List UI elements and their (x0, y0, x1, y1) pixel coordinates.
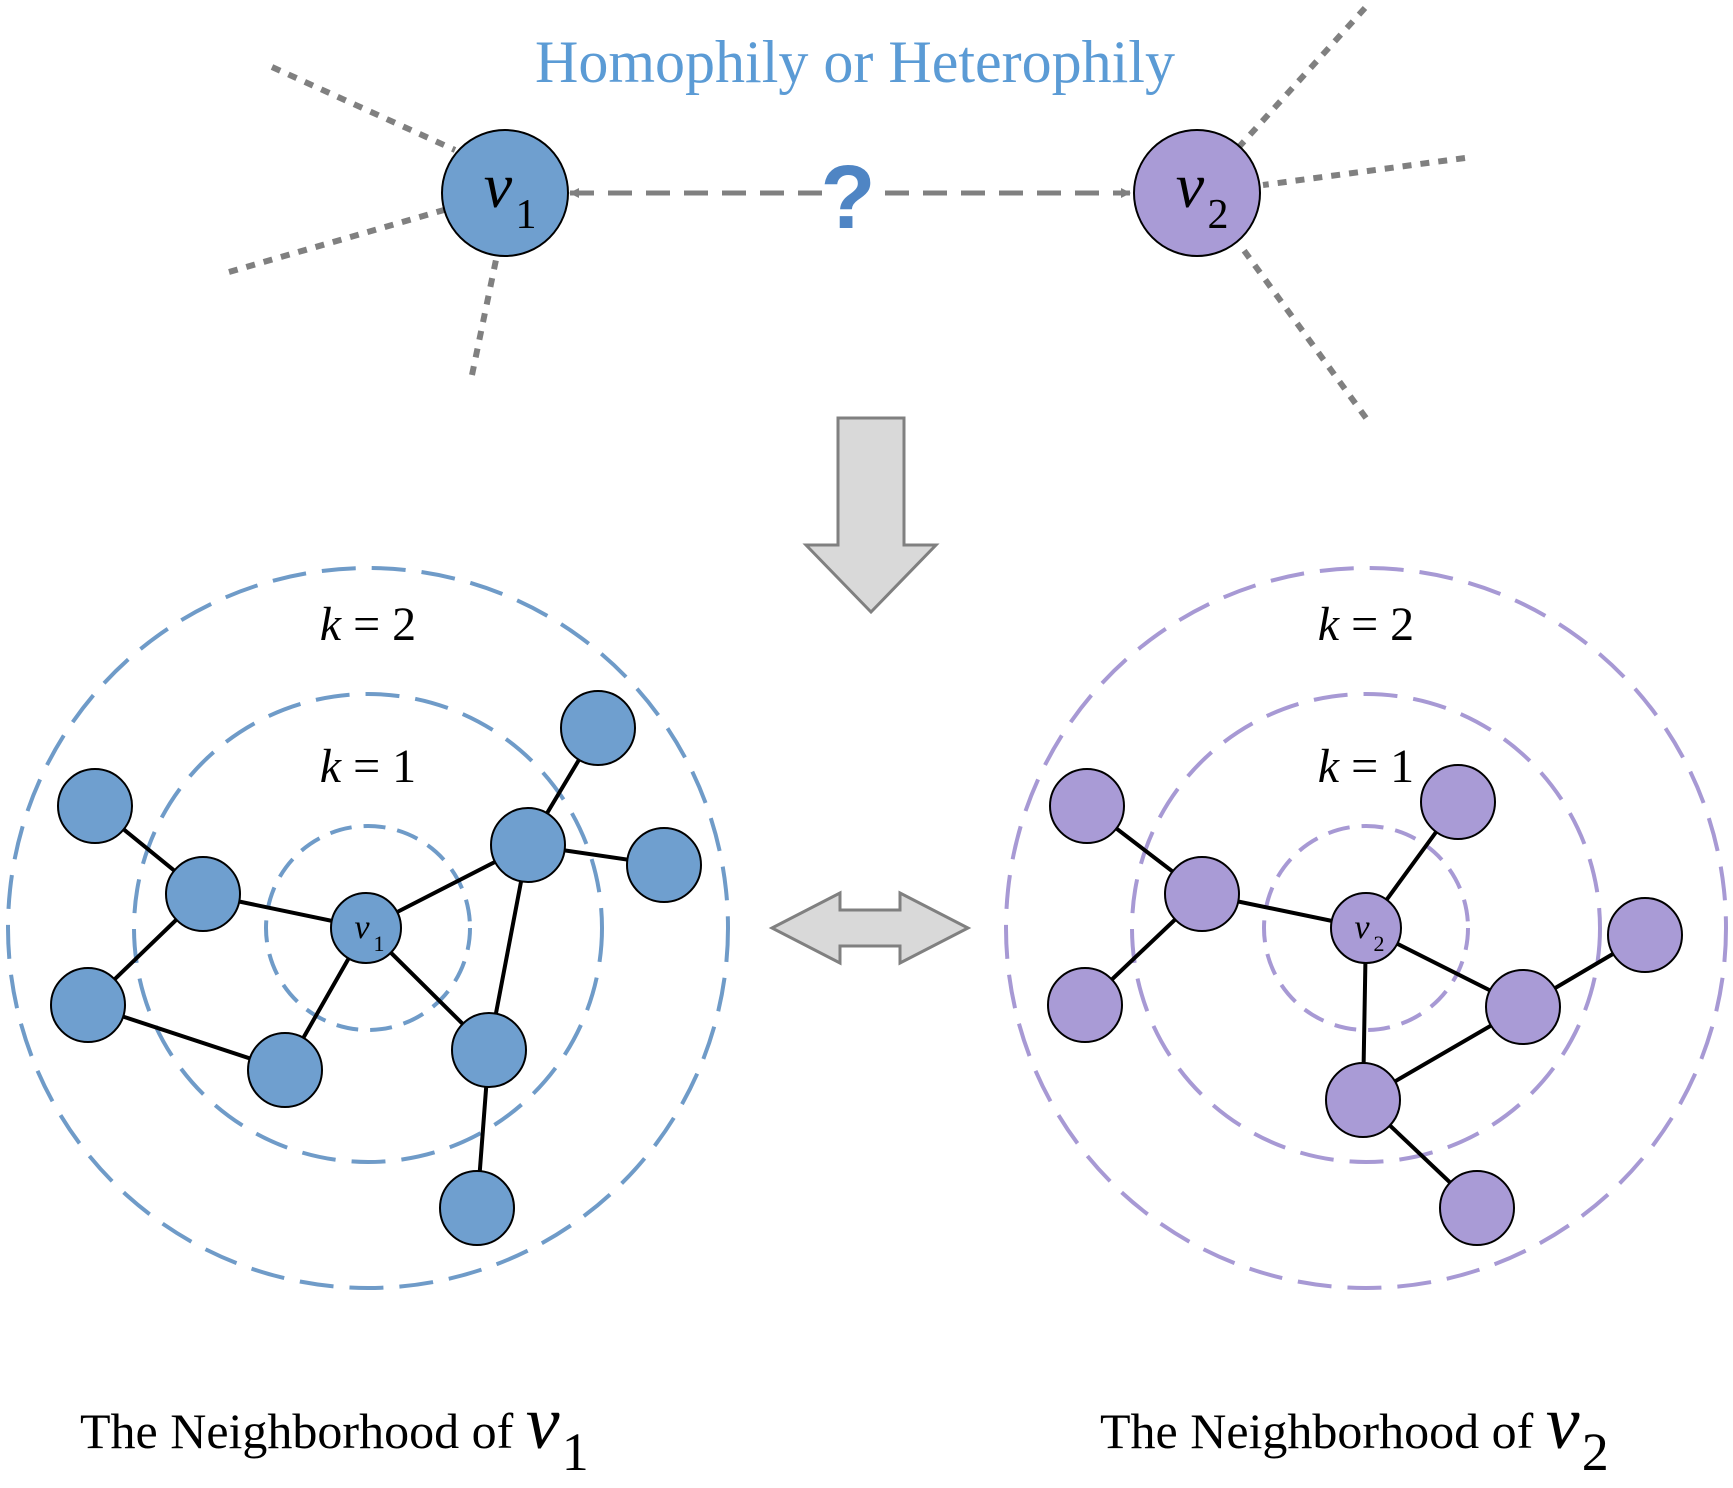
v1-spoke-down (469, 254, 500, 376)
caption-left-text: The Neighborhood of (80, 1403, 526, 1459)
graph-node (1049, 768, 1125, 844)
caption-right-sub: 2 (1582, 1422, 1609, 1482)
v2-edges (1083, 800, 1647, 1210)
center-node-v1-sub: 1 (374, 931, 385, 956)
graph-node (165, 856, 241, 932)
graph-node (451, 1012, 527, 1088)
center-node-v1-label: v (354, 909, 370, 946)
svg-text:v: v (1176, 150, 1205, 221)
center-node-v2-label: v (1354, 909, 1370, 946)
v1-dotted-spokes (228, 64, 500, 376)
graph-node (1047, 967, 1123, 1043)
v1-ring-k1-label: k = 1 (320, 740, 416, 793)
v2-nodes (1047, 764, 1683, 1246)
v1-spoke-left (228, 207, 445, 275)
graph-node (247, 1032, 323, 1108)
diagram-title: Homophily or Heterophily (535, 29, 1175, 95)
v1-v2-relation-arrow: ? (569, 148, 1131, 248)
question-mark: ? (821, 148, 876, 248)
v2-ring-k2-label: k = 2 (1318, 598, 1414, 651)
svg-text:The Neighborhood of v: The Neighborhood of v (1100, 1381, 1580, 1465)
v1-ring-k2-label: k = 2 (320, 598, 416, 651)
center-node-v1 (330, 892, 402, 964)
v1-neighborhood: k = 2 k = 1 v 1 (6, 566, 730, 1290)
block-down-arrow-icon (802, 416, 940, 615)
v2-ring-k1 (1130, 692, 1602, 1164)
caption-left-sub: 1 (562, 1422, 589, 1482)
caption-right: The Neighborhood of v 2 (1100, 1381, 1609, 1482)
svg-text:The Neighborhood of v: The Neighborhood of v (80, 1381, 560, 1465)
graph-node (439, 1170, 515, 1246)
v1-spoke-upper-left (270, 64, 457, 153)
v1-ring-k0 (264, 824, 472, 1032)
v2-spoke-right (1262, 155, 1466, 188)
top-node-v2: v 2 (1133, 129, 1261, 257)
graph-node (1607, 897, 1683, 973)
top-node-v1: v 1 (441, 129, 569, 257)
v1-ring-k1 (132, 692, 604, 1164)
v1-ring-k2 (6, 566, 730, 1290)
graph-node (1420, 764, 1496, 840)
svg-text:v: v (484, 150, 513, 221)
graph-node (560, 690, 636, 766)
v2-ring-k2 (1004, 566, 1728, 1290)
graph-node (1325, 1062, 1401, 1138)
graph-node (1485, 969, 1561, 1045)
graph-node (626, 827, 702, 903)
top-node-v2-var: v (1176, 150, 1205, 221)
caption-right-text: The Neighborhood of (1100, 1403, 1546, 1459)
graph-node (50, 967, 126, 1043)
v2-neighborhood: k = 2 k = 1 v 2 (1004, 566, 1728, 1290)
caption-left: The Neighborhood of v 1 (80, 1381, 589, 1482)
graph-node (490, 807, 566, 883)
top-node-v2-sub: 2 (1208, 192, 1229, 238)
center-node-v2-sub: 2 (1374, 931, 1385, 956)
top-node-v1-var: v (484, 150, 513, 221)
v2-ring-k1-label: k = 1 (1318, 740, 1414, 793)
center-node-v2 (1330, 892, 1402, 964)
caption-right-var: v (1546, 1381, 1580, 1465)
caption-left-var: v (526, 1381, 560, 1465)
v2-spoke-down (1237, 243, 1369, 420)
graph-node (1439, 1170, 1515, 1246)
v2-rings (1004, 566, 1728, 1290)
v1-nodes (50, 690, 702, 1246)
top-node-v1-sub: 1 (516, 192, 537, 238)
double-headed-arrow-icon (768, 890, 972, 966)
graph-node (57, 768, 133, 844)
v2-spoke-up (1235, 5, 1368, 151)
v2-dotted-spokes (1235, 5, 1466, 420)
graph-node (1164, 856, 1240, 932)
v2-ring-k0 (1262, 824, 1470, 1032)
v1-rings (6, 566, 730, 1290)
